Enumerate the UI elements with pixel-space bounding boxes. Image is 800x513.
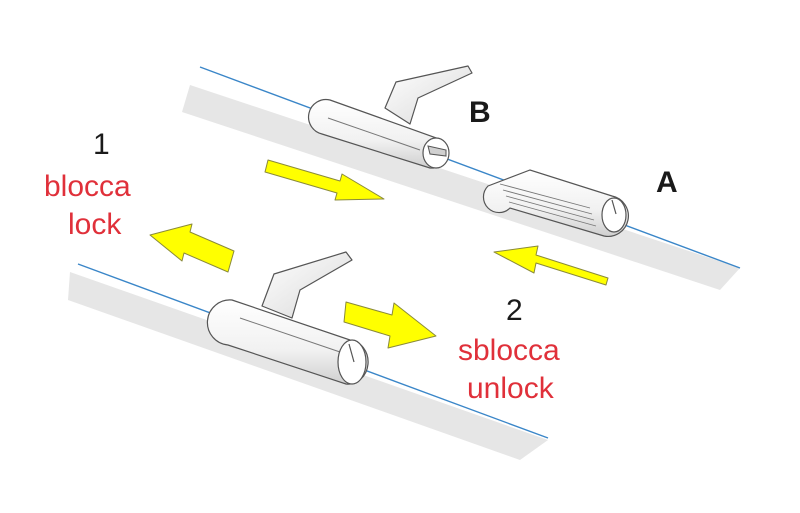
assembled-fin [261,251,353,319]
assembled-end [337,339,367,385]
arrow-a-toward-b [493,245,609,286]
assembled-groove [239,317,341,353]
assembled-slot [348,343,355,363]
part-b-slot [427,145,447,157]
part-a-ridges [499,183,597,227]
assembled-clip [206,251,369,385]
step2-number: 2 [506,294,523,327]
part-b-groove [327,117,421,151]
step2-label-it: sblocca [458,334,560,367]
arrow-unlock [343,301,437,349]
part-b-clip [307,65,473,169]
part-b-fin [384,65,473,125]
part-b-letter: B [469,96,491,129]
step1-number: 1 [93,128,110,161]
part-a-end [601,197,627,233]
part-a-sleeve [482,169,629,237]
arrows [149,159,609,349]
step1-label-it: blocca [44,170,131,203]
arrow-b-toward-a [264,159,385,201]
part-a-slot [611,199,617,215]
arrow-lock [149,223,235,273]
part-a-letter: A [656,166,678,199]
step2-label-en: unlock [467,372,554,405]
upper-shadow [182,85,740,290]
step1-label-en: lock [68,208,122,241]
upper-line [199,66,741,269]
